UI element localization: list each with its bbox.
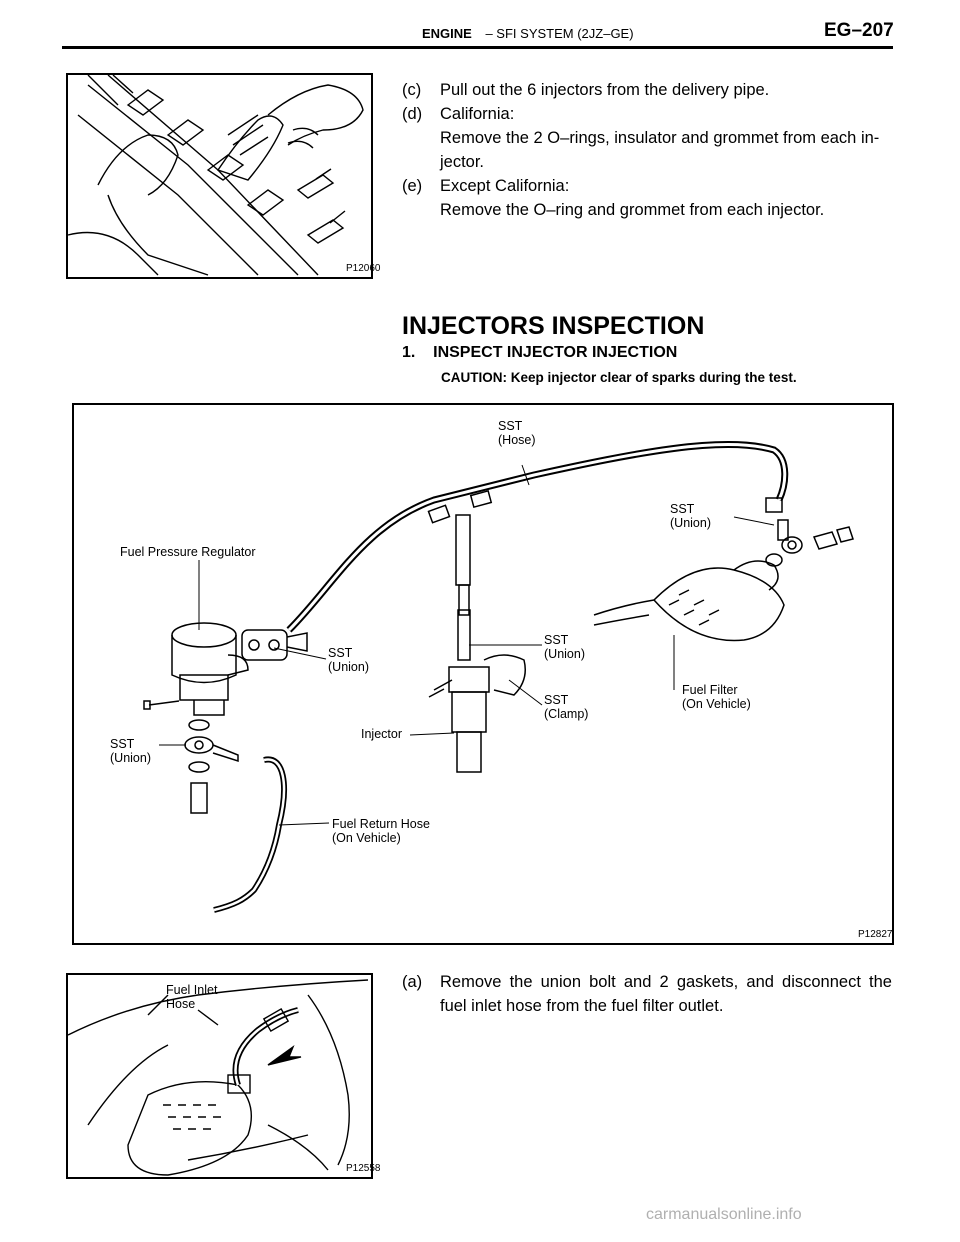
figure-injection-test-setup: SST (Hose) SST (Union) Fuel Pressure Reg… [72, 403, 894, 945]
injector-removal-illustration [67, 74, 364, 276]
figure-fuel-inlet-hose: Fuel Inlet Hose P12558 [66, 973, 380, 1179]
step-a: (a) Remove the union bolt and 2 gaskets,… [402, 970, 892, 1018]
label-fuel-filter: Fuel Filter (On Vehicle) [682, 683, 751, 711]
figure-code: P12060 [346, 263, 381, 274]
label-sst-union-right: SST (Union) [670, 502, 711, 530]
step-text: Remove the union bolt and 2 gaskets, and… [440, 973, 892, 991]
label-sst-clamp: SST (Clamp) [544, 693, 589, 721]
label-fuel-pressure-regulator: Fuel Pressure Regulator [120, 545, 256, 559]
page-number: EG–207 [824, 20, 894, 41]
step-text: Except California: [440, 177, 570, 195]
step-text: California: [440, 105, 515, 123]
header-rule [62, 46, 893, 49]
label-sst-union-left: SST (Union) [110, 737, 151, 765]
section-subtitle: 1. INSPECT INJECTOR INJECTION [402, 344, 678, 361]
label-sst-union-mid: SST (Union) [328, 646, 369, 674]
section-title: INJECTORS INSPECTION [402, 312, 705, 340]
label-sst-hose: SST (Hose) [498, 419, 536, 447]
step-label: (e) [402, 177, 423, 195]
test-setup-illustration [143, 440, 854, 913]
step-label: (c) [402, 81, 422, 99]
label-fuel-return-hose: Fuel Return Hose (On Vehicle) [332, 817, 430, 845]
caution-note: CAUTION: Keep injector clear of sparks d… [441, 370, 797, 385]
step-label: (a) [402, 973, 423, 991]
figure-code: P12558 [346, 1163, 381, 1174]
label-sst-union-mid2: SST (Union) [544, 633, 585, 661]
fuel-inlet-hose-illustration [67, 979, 369, 1176]
running-header-section: ENGINE – SFI SYSTEM (2JZ–GE) [422, 26, 634, 41]
step-label: (d) [402, 105, 423, 123]
step-text: Remove the 2 O–rings, insulator and grom… [440, 129, 880, 147]
figure-injector-removal: P12060 [66, 73, 380, 279]
header-section-bold: ENGINE [422, 26, 472, 41]
step-e: (e) Except California: Remove the O–ring… [402, 174, 892, 222]
label-fuel-inlet-hose: Fuel Inlet Hose [166, 983, 218, 1011]
step-text: Pull out the 6 injectors from the delive… [440, 81, 770, 99]
watermark: carmanualsonline.info [646, 1206, 802, 1223]
header-section-rest: – SFI SYSTEM (2JZ–GE) [485, 26, 634, 41]
figure-code: P12827 [858, 929, 893, 940]
step-text: Remove the O–ring and grommet from each … [440, 201, 825, 219]
step-c: (c) Pull out the 6 injectors from the de… [402, 78, 892, 102]
step-text: jector. [440, 153, 485, 171]
step-d: (d) California: Remove the 2 O–rings, in… [402, 102, 892, 174]
label-injector: Injector [361, 727, 402, 741]
step-text: fuel inlet hose from the fuel filter out… [440, 997, 724, 1015]
